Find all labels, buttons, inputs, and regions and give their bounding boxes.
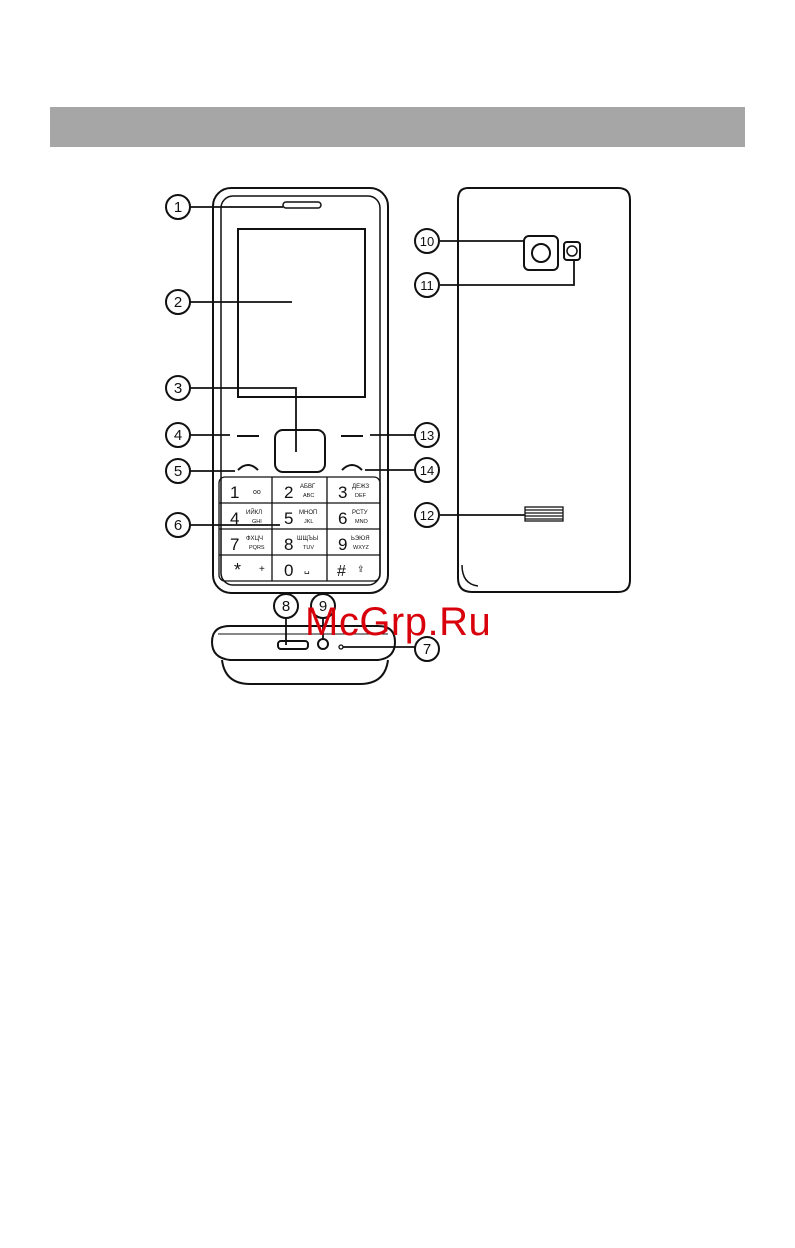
key-5-sub2: JKL: [304, 519, 313, 525]
key-9-sub1: ЬЭЮЯ: [351, 536, 370, 542]
key-1-digit: 1: [230, 483, 239, 502]
key-9-sub2: WXYZ: [353, 545, 370, 551]
callout-12-label: 12: [420, 508, 434, 523]
callout-14-label: 14: [420, 463, 434, 478]
camera: [524, 236, 558, 270]
callout-10-label: 10: [420, 234, 434, 249]
callout-5-label: 5: [174, 463, 182, 480]
key-star-digit: *: [234, 560, 241, 580]
usb-port: [278, 641, 308, 649]
key-0-sub: ␣: [304, 564, 310, 575]
nav-key: [275, 430, 325, 472]
callout-3-label: 3: [174, 380, 182, 397]
key-4-digit: 4: [230, 509, 239, 528]
phone-back-body: [458, 188, 630, 592]
key-7-sub1: ФХЦЧ: [246, 536, 263, 542]
callout-13-label: 13: [420, 428, 434, 443]
watermark: McGrp.Ru: [305, 600, 491, 645]
key-1-sub: oo: [253, 489, 261, 496]
screen: [238, 229, 365, 397]
key-7-sub2: PQRS: [249, 545, 265, 551]
key-2-sub1: АБВГ: [300, 484, 316, 490]
key-9-digit: 9: [338, 535, 347, 554]
key-4-sub2: GHI: [252, 519, 262, 525]
phone-front-body: [213, 188, 388, 593]
call-key: [238, 465, 258, 470]
callout-2-label: 2: [174, 294, 182, 311]
key-8-digit: 8: [284, 535, 293, 554]
callout-4-label: 4: [174, 427, 182, 444]
callout-8-label: 8: [282, 598, 290, 615]
key-5-sub1: МНОП: [299, 510, 317, 516]
callout-1-label: 1: [174, 199, 182, 216]
key-2-digit: 2: [284, 483, 293, 502]
key-3-sub1: ДЕЖЗ: [352, 484, 370, 490]
key-hash-digit: #: [337, 563, 346, 580]
callout-11-label: 11: [420, 278, 434, 293]
key-8-sub2: TUV: [303, 545, 314, 551]
key-0-digit: 0: [284, 561, 293, 580]
key-6-digit: 6: [338, 509, 347, 528]
key-4-sub1: ИЙКЛ: [246, 508, 262, 516]
key-8-sub1: ШЩЪЫ: [297, 536, 318, 542]
key-6-sub2: MNO: [355, 519, 369, 525]
key-5-digit: 5: [284, 509, 293, 528]
microphone: [339, 645, 343, 649]
end-key: [342, 465, 362, 470]
key-star-sub: +: [259, 564, 265, 575]
key-3-sub2: DEF: [355, 493, 367, 499]
key-3-digit: 3: [338, 483, 347, 502]
earpiece: [283, 202, 321, 208]
key-2-sub2: ABC: [303, 493, 314, 499]
key-6-sub1: РСТУ: [352, 510, 368, 516]
key-7-digit: 7: [230, 535, 239, 554]
speaker-grille: [525, 507, 563, 521]
key-hash-sub: ⇪: [357, 564, 365, 574]
callout-6-label: 6: [174, 517, 182, 534]
